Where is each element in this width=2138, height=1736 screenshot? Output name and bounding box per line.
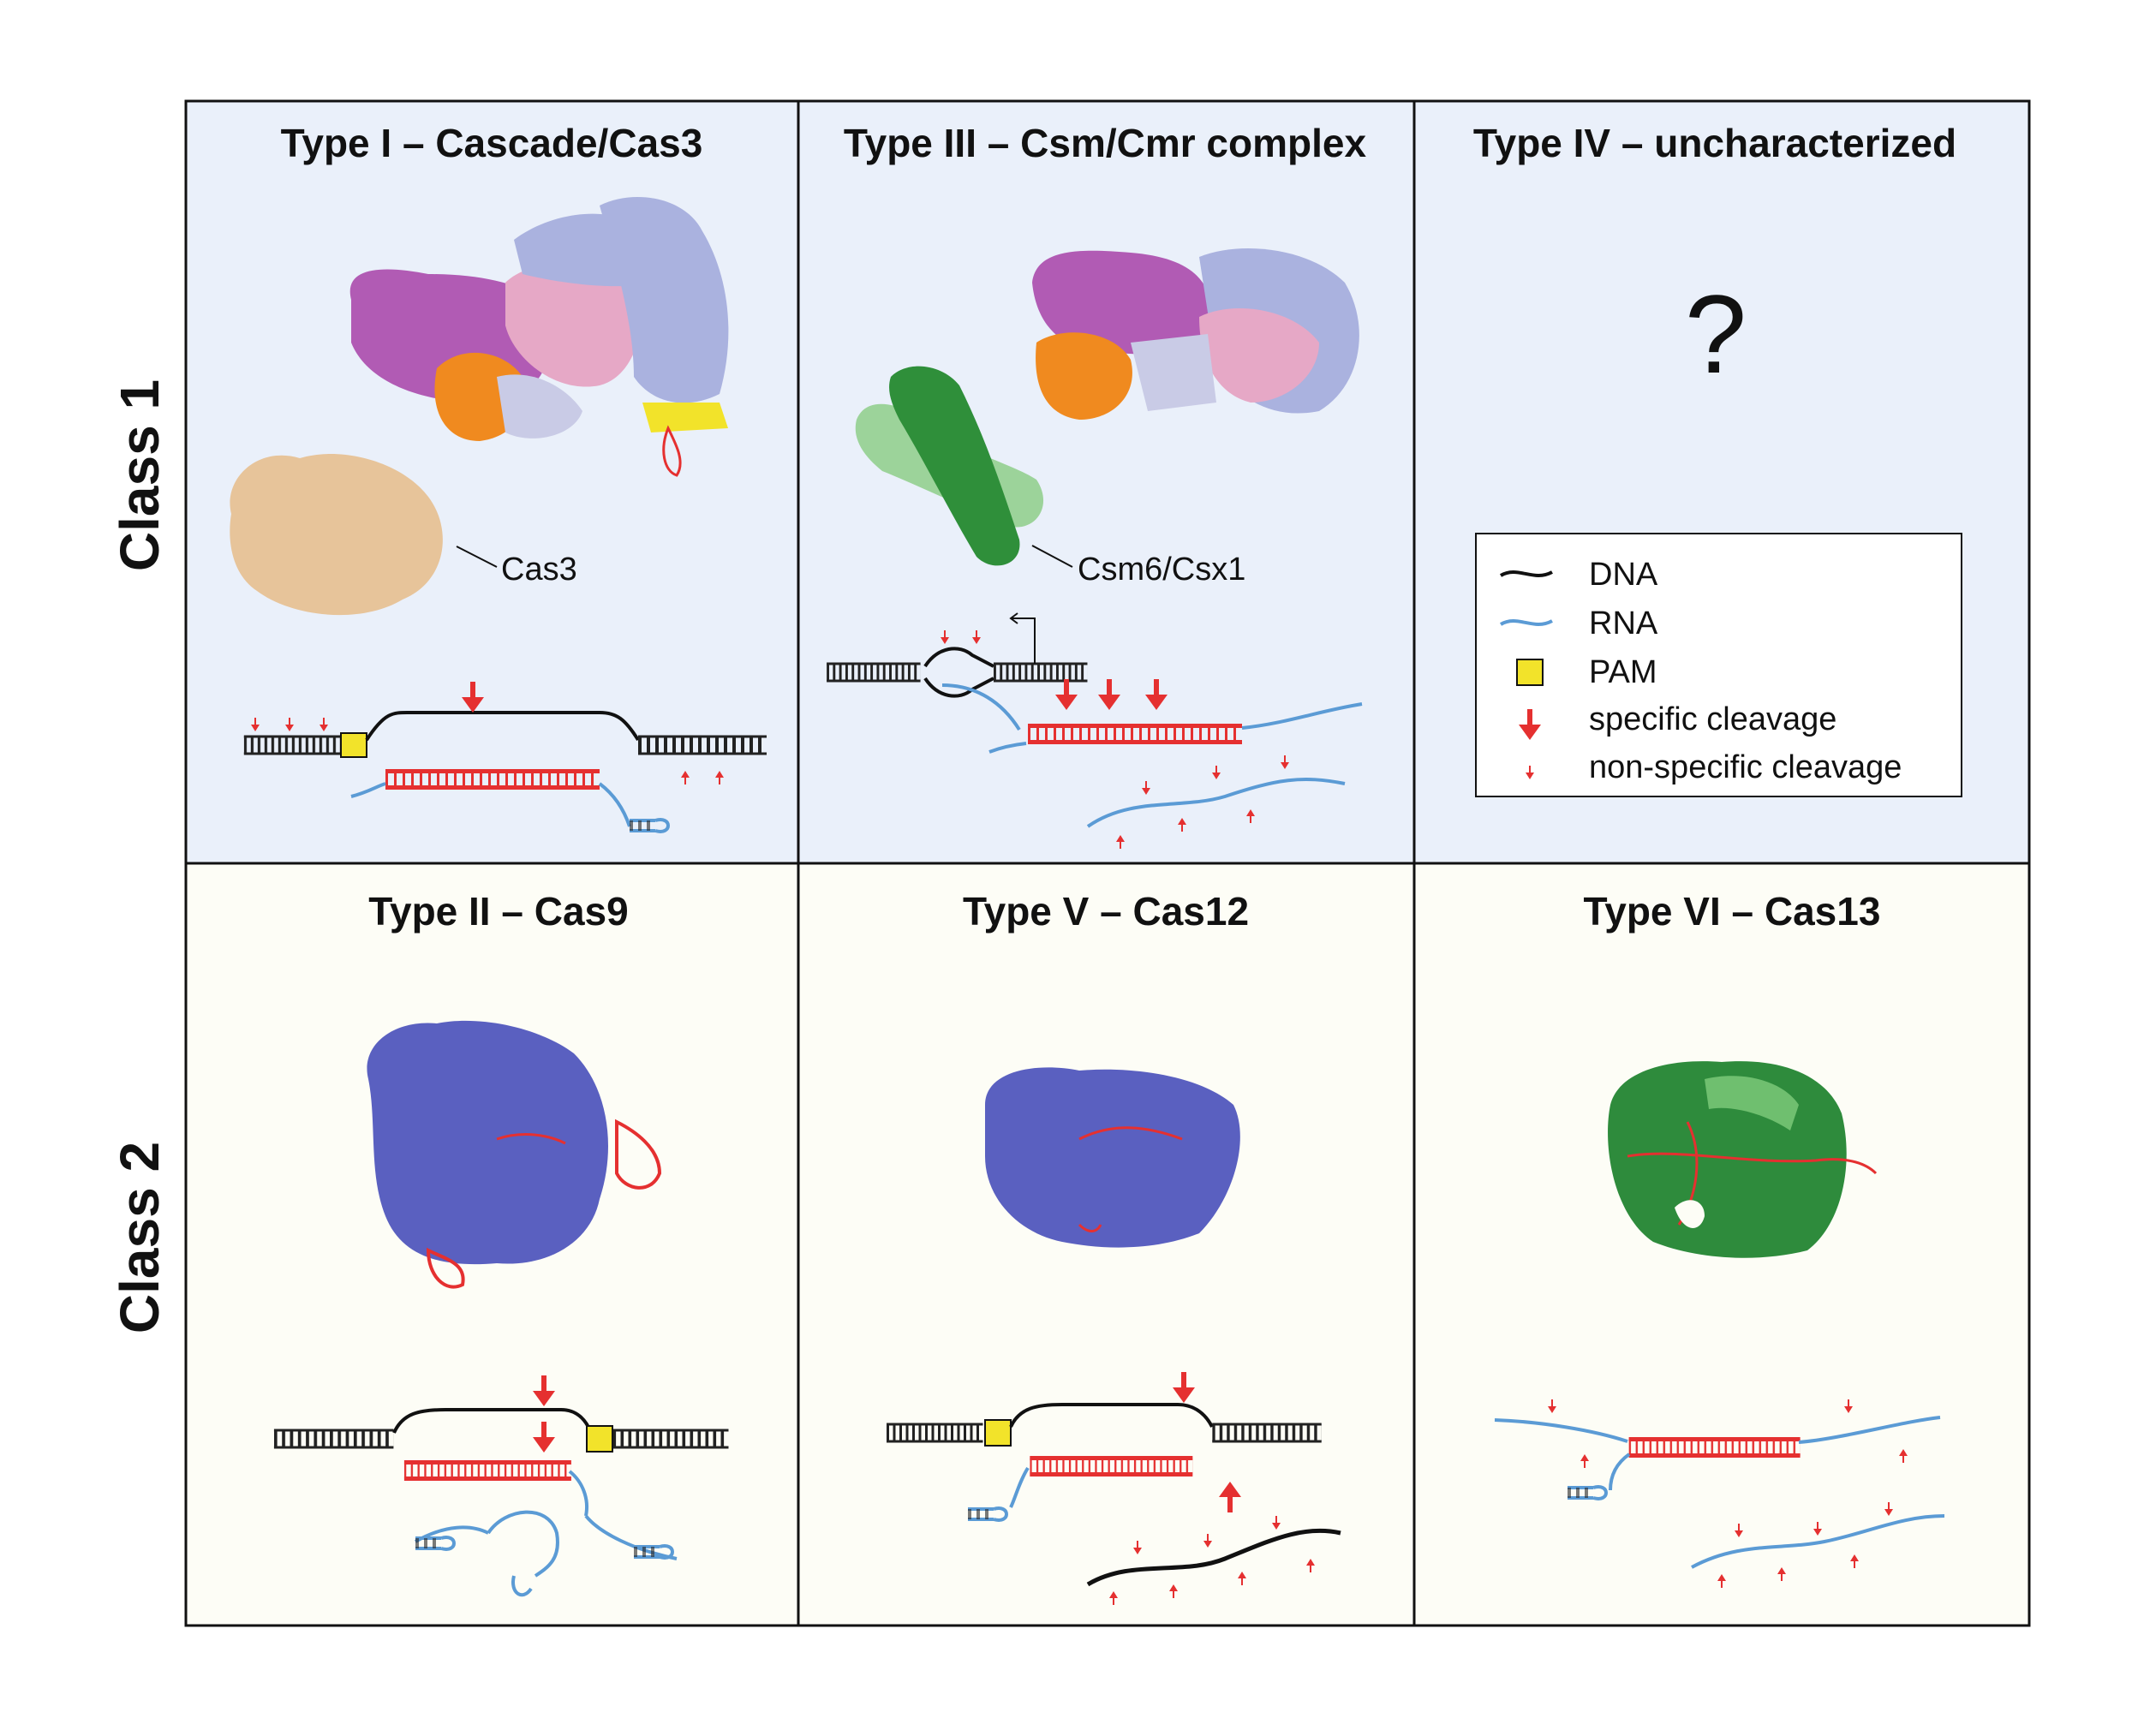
cas3-callout-label: Cas3 [501,552,577,588]
row-label-class1: Class 1 [109,379,170,571]
legend-pam-label: PAM [1589,654,1657,690]
legend-specific-label: specific cleavage [1589,701,1836,737]
legend-dna-label: DNA [1589,557,1658,593]
cas12-structure [985,1067,1240,1248]
type1-pam [340,732,367,758]
csm6-callout-label: Csm6/Csx1 [1078,552,1245,588]
type4-unknown-mark: ? [1685,271,1747,397]
cascade-structure [349,197,729,477]
panel-title-type1: Type I – Cascade/Cas3 [281,121,703,165]
csm-complex-structure [1032,248,1359,420]
cas3-structure [230,454,443,616]
legend-pam-swatch [1516,659,1544,686]
type1-schematic [242,682,768,833]
type6-schematic [1494,1399,1945,1588]
cas3-callout-line [456,546,498,568]
panel-title-type4: Type IV – uncharacterized [1473,121,1956,165]
type2-pam [586,1425,613,1453]
legend: DNA RNA PAM specific cleavage non-specif… [1475,533,1962,797]
row-label-class2: Class 2 [109,1142,170,1333]
panel-title-type5: Type V – Cas12 [963,889,1249,934]
cas9-structure [367,1020,662,1289]
panel-grid [184,99,2031,1627]
panel-title-type2: Type II – Cas9 [368,889,628,934]
csm6-structure [855,366,1044,566]
csm6-callout-line [1031,545,1073,568]
type3-schematic [825,612,1363,849]
legend-nonspecific-label: non-specific cleavage [1589,749,1902,785]
legend-box [1475,533,1962,797]
panel-title-type6: Type VI – Cas13 [1584,889,1881,934]
cas13-structure [1608,1061,1878,1258]
legend-rna-swatch [1499,619,1553,626]
legend-rna-label: RNA [1589,606,1658,641]
type5-pam [984,1419,1012,1447]
type5-schematic [885,1372,1341,1605]
type2-schematic [272,1375,731,1597]
panel-title-type3: Type III – Csm/Cmr complex [844,121,1367,165]
legend-dna-swatch [1499,570,1553,577]
